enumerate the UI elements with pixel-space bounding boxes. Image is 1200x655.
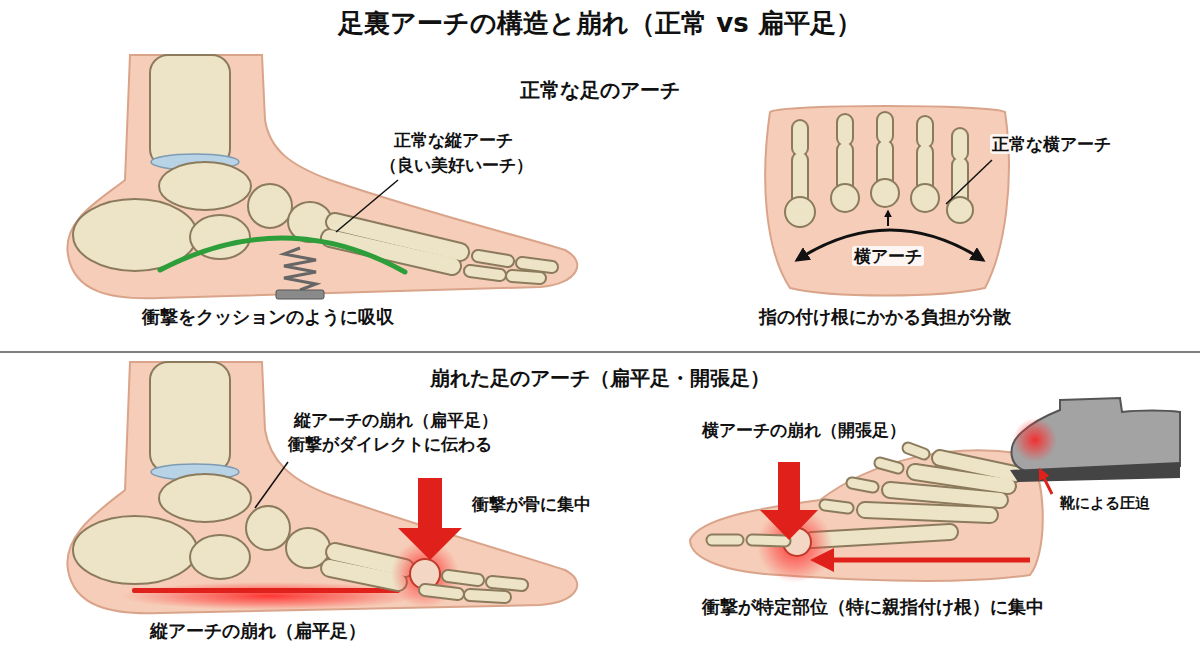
flat-foot-side-ellipse [73,516,197,584]
splay-foot-rect [778,462,800,512]
normal-foot-side-rect [276,290,324,299]
note-text: 衝撃がダイレクトに伝わる [286,434,494,454]
normal-foot-side-use [470,256,552,278]
leader-line [946,160,992,204]
normal-foot-side-polyline [284,248,316,290]
normal-foot-front-circle [947,197,973,223]
note-text: 衝撃が骨に集中 [470,494,593,514]
shoe [1010,398,1180,494]
arch-label: 縦アーチの崩れ（扁平足） [292,410,500,430]
flat-foot-side-ellipse [190,535,250,579]
divider-line [0,351,1200,353]
shoe-path [1012,398,1180,472]
flat-foot-side-path [67,362,577,613]
normal-foot-side-use [330,222,460,266]
normal-foot-side-use [330,222,460,266]
normal-foot-front-circle [785,197,815,227]
flat-foot-side-use [425,576,522,597]
splay-foot-use [812,458,1015,540]
normal-foot-front-line [887,211,889,226]
shoe-path [1010,462,1180,482]
caption-text: 衝撃が特定部位（特に親指付け根）に集中 [700,596,1046,618]
arch-label: 横アーチの崩れ（開張足） [700,420,908,440]
flat-foot-side-use [425,576,522,597]
shoe-circle [1013,418,1057,462]
arch-label: 横アーチ [852,246,924,266]
flat-foot-side-ellipse [159,474,251,522]
splay-foot-polygon [810,548,834,572]
flat-foot-side-ellipse [246,506,290,550]
splay-foot-line [832,558,1030,563]
splay-foot-path [690,450,1043,581]
leader-line [336,180,398,232]
normal-foot-front-circle [911,184,939,212]
normal-foot-side-rect [150,55,230,167]
normal-foot-side-ellipse [248,184,292,228]
normal-foot-front-circle [871,179,899,207]
arch-label: 正常な縦アーチ [392,130,515,150]
splay-foot-use [712,448,924,541]
splay-foot-polygon [760,510,818,540]
flat-foot-side-rect [418,478,442,530]
normal-foot-side [67,55,577,299]
caption-text: 縦アーチの崩れ（扁平足） [148,620,368,642]
caption-text: 衝撃をクッションのように吸収 [140,306,396,328]
note-text: 靴による圧迫 [1058,494,1152,512]
flat-foot-side-polygon [398,528,462,560]
diagram-title: 足裏アーチの構造と崩れ（正常 vs 扁平足） [336,8,864,39]
splay-foot-use [712,448,924,541]
section-heading: 崩れた足のアーチ（扁平足・開張足） [428,366,772,390]
flat-foot-side-rect [132,588,400,593]
caption-text: 指の付け根にかかる負担が分散 [757,306,1013,328]
shoe-line [1040,470,1052,494]
normal-foot-side-use [470,256,552,278]
splay-foot [690,448,1043,583]
arch-label: （良い美好いーチ） [378,155,535,175]
flat-foot-side-rect [150,362,230,472]
splay-foot-use [812,458,1015,540]
normal-foot-front-path [765,106,1009,296]
arch-label: 正常な横アーチ [990,134,1113,154]
normal-foot-front-circle [831,184,859,212]
flat-foot-side [67,362,577,613]
normal-foot-front [765,106,1009,296]
section-heading: 正常な足のアーチ [518,78,682,102]
leader-line [255,462,288,508]
normal-foot-side-ellipse [159,162,251,210]
normal-foot-side-path [67,55,577,298]
